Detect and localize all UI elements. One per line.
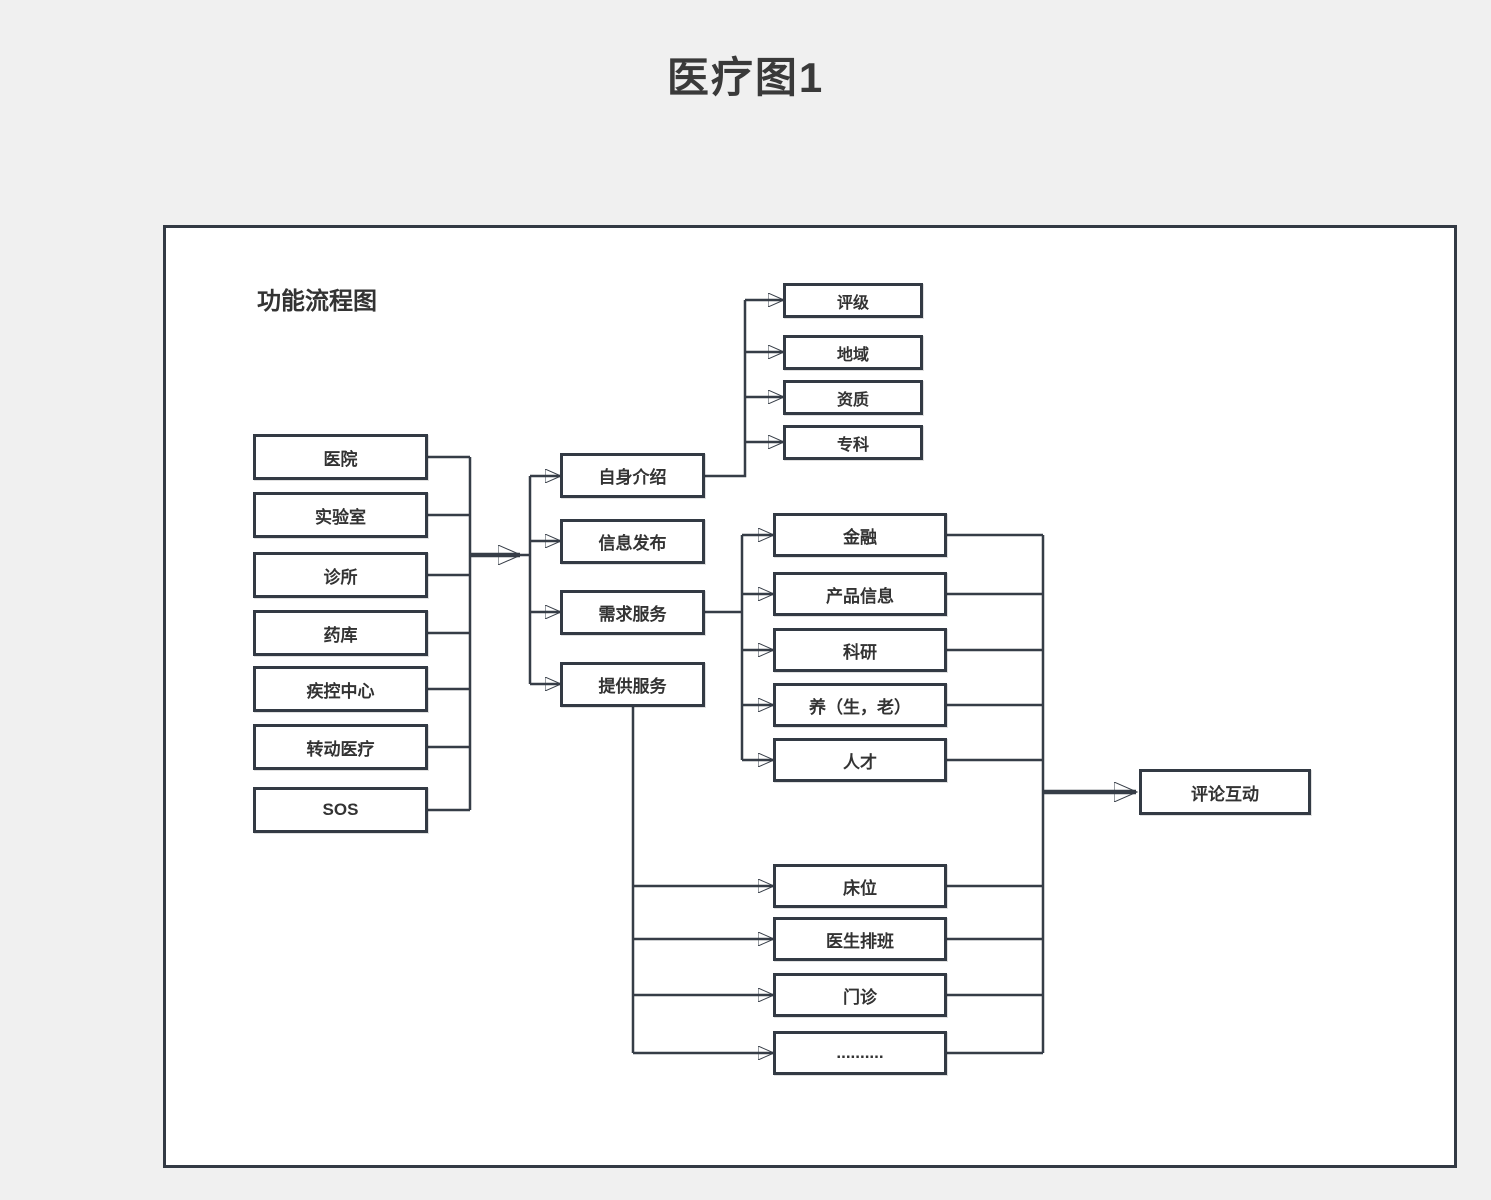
- node-self-introduction: 自身介绍: [560, 453, 705, 498]
- diagram-label: 功能流程图: [257, 288, 377, 315]
- page-title: 医疗图1: [666, 54, 825, 101]
- node-finance: 金融: [773, 513, 947, 557]
- node-ellipsis: ..........: [773, 1031, 947, 1075]
- node-talent: 人才: [773, 738, 947, 782]
- node-sos: SOS: [253, 787, 428, 833]
- node-hospital: 医院: [253, 434, 428, 480]
- node-laboratory: 实验室: [253, 492, 428, 538]
- node-info-publish: 信息发布: [560, 519, 705, 564]
- node-pharmacy: 药库: [253, 610, 428, 656]
- node-outpatient: 门诊: [773, 973, 947, 1017]
- node-demand-service: 需求服务: [560, 590, 705, 635]
- node-provide-service: 提供服务: [560, 662, 705, 707]
- node-cdc-center: 疾控中心: [253, 666, 428, 712]
- node-doctor-schedule: 医生排班: [773, 917, 947, 961]
- node-research: 科研: [773, 628, 947, 672]
- node-specialty: 专科: [783, 425, 923, 460]
- node-product-info: 产品信息: [773, 572, 947, 616]
- node-rating: 评级: [783, 283, 923, 318]
- node-beds: 床位: [773, 864, 947, 908]
- node-mobile-medical: 转动医疗: [253, 724, 428, 770]
- node-comment-interaction: 评论互动: [1139, 769, 1311, 815]
- node-clinic: 诊所: [253, 552, 428, 598]
- node-qualification: 资质: [783, 380, 923, 415]
- node-region: 地域: [783, 335, 923, 370]
- node-health-elder-care: 养（生，老）: [773, 683, 947, 727]
